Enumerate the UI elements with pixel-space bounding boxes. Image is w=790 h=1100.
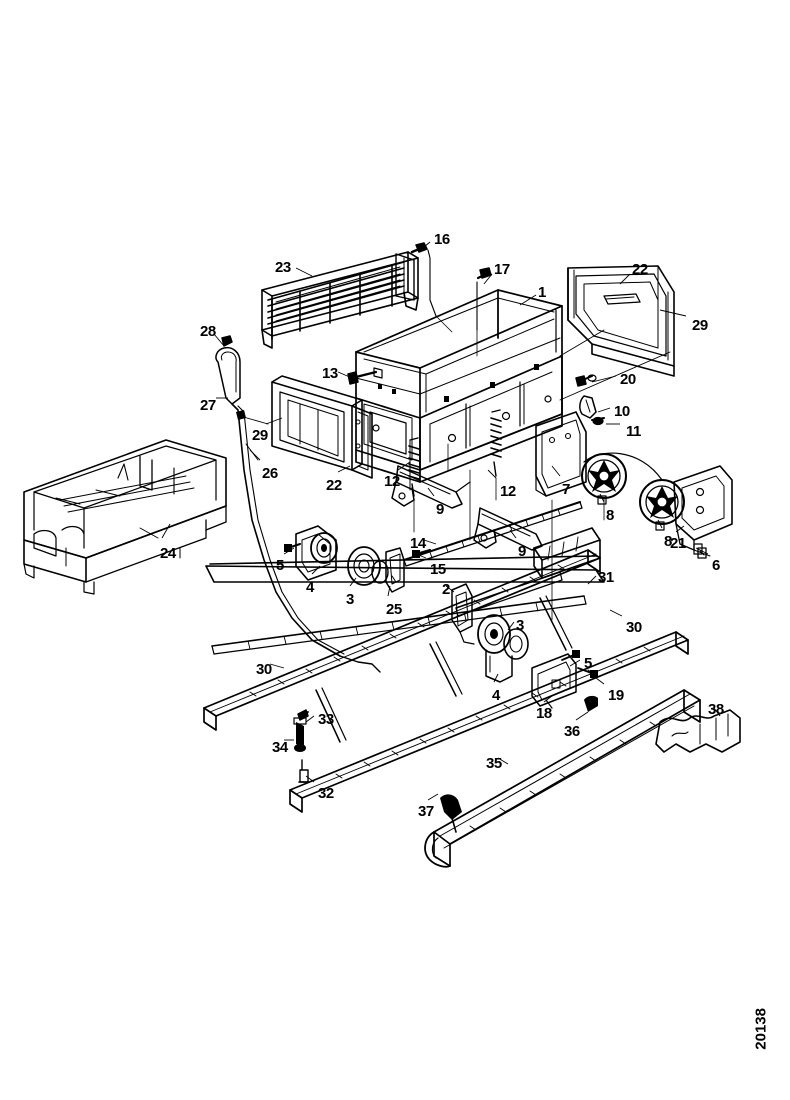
callout-14: 14 — [410, 535, 426, 552]
part-door-panel-left — [271, 375, 373, 479]
callout-34: 34 — [272, 739, 288, 756]
callout-9: 9 — [518, 543, 526, 560]
callout-36: 36 — [564, 723, 580, 740]
callout-8: 8 — [664, 533, 672, 550]
part-rail-30-upper — [205, 565, 605, 583]
part-tray-bin — [23, 439, 227, 595]
callout-6: 6 — [712, 557, 720, 574]
callout-23: 23 — [275, 259, 291, 276]
drawing-id-label: 20138 — [753, 1008, 770, 1050]
part-screw-16 — [410, 242, 437, 317]
part-ladder-frame — [203, 549, 689, 813]
callout-leader-lines — [161, 241, 721, 801]
part-ladder-frame-upper — [211, 595, 587, 655]
callout-38: 38 — [708, 701, 724, 718]
callout-3: 3 — [516, 617, 524, 634]
callout-4: 4 — [492, 687, 500, 704]
part-roller-assembly-center — [477, 614, 529, 683]
callout-31: 31 — [598, 569, 614, 586]
part-lever-arm-9b — [473, 507, 543, 551]
callout-29: 29 — [692, 317, 708, 334]
callout-1: 1 — [538, 284, 546, 301]
callout-3: 3 — [346, 591, 354, 608]
callout-30: 30 — [256, 661, 272, 678]
callout-5: 5 — [276, 557, 284, 574]
part-screw-17 — [476, 267, 492, 331]
part-bracket-37 — [440, 794, 462, 833]
part-stud-36 — [584, 695, 598, 712]
part-door-panel-right — [567, 265, 675, 377]
callout-30: 30 — [626, 619, 642, 636]
part-fastener-32 — [298, 759, 310, 783]
callout-21: 21 — [670, 535, 686, 552]
part-motor-plate-21 — [673, 465, 733, 557]
callout-22: 22 — [326, 477, 342, 494]
callout-25: 25 — [386, 601, 402, 618]
part-fastener-20 — [575, 374, 597, 387]
callout-27: 27 — [200, 397, 216, 414]
callout-18: 18 — [536, 705, 552, 722]
part-spring-12-right — [490, 409, 502, 477]
part-rail-30-upper-real — [209, 555, 597, 565]
callout-16: 16 — [434, 231, 450, 248]
part-side-bracket-7 — [535, 411, 587, 497]
callout-11: 11 — [626, 423, 641, 440]
callout-12: 12 — [500, 483, 516, 500]
part-bracket-10 — [579, 395, 597, 419]
part-pin-13 — [347, 367, 383, 385]
callout-13: 13 — [322, 365, 338, 382]
part-pulley-8b — [639, 479, 685, 531]
callout-12: 12 — [384, 473, 400, 490]
part-bolt-34 — [293, 717, 307, 752]
callout-35: 35 — [486, 755, 502, 772]
callout-8: 8 — [606, 507, 614, 524]
callout-5: 5 — [584, 655, 592, 672]
callout-10: 10 — [614, 403, 630, 420]
part-fastener-11 — [591, 416, 605, 426]
part-spring-12-left — [408, 437, 420, 497]
callout-32: 32 — [318, 785, 334, 802]
callout-9: 9 — [436, 501, 444, 518]
part-pulley-8a — [581, 453, 627, 505]
callout-19: 19 — [608, 687, 624, 704]
part-bracket-cluster-18-19 — [531, 650, 598, 709]
callout-7: 7 — [562, 481, 570, 498]
part-lever-arm-9a — [391, 465, 471, 509]
part-main-frame — [355, 289, 563, 483]
callout-29: 29 — [252, 427, 268, 444]
callout-20: 20 — [620, 371, 636, 388]
callout-37: 37 — [418, 803, 434, 820]
callout-33: 33 — [318, 711, 334, 728]
part-fastener-6 — [697, 547, 707, 559]
callout-4: 4 — [306, 579, 314, 596]
part-front-trim-bar — [424, 689, 741, 868]
part-link-rod-14 — [403, 501, 583, 567]
callout-28: 28 — [200, 323, 216, 340]
part-grille-panel — [261, 251, 419, 349]
callout-2: 2 — [442, 581, 450, 598]
callout-15: 15 — [430, 561, 446, 578]
callout-17: 17 — [494, 261, 510, 278]
callout-24: 24 — [160, 545, 176, 562]
callout-22: 22 — [632, 261, 648, 278]
callout-26: 26 — [262, 465, 278, 482]
